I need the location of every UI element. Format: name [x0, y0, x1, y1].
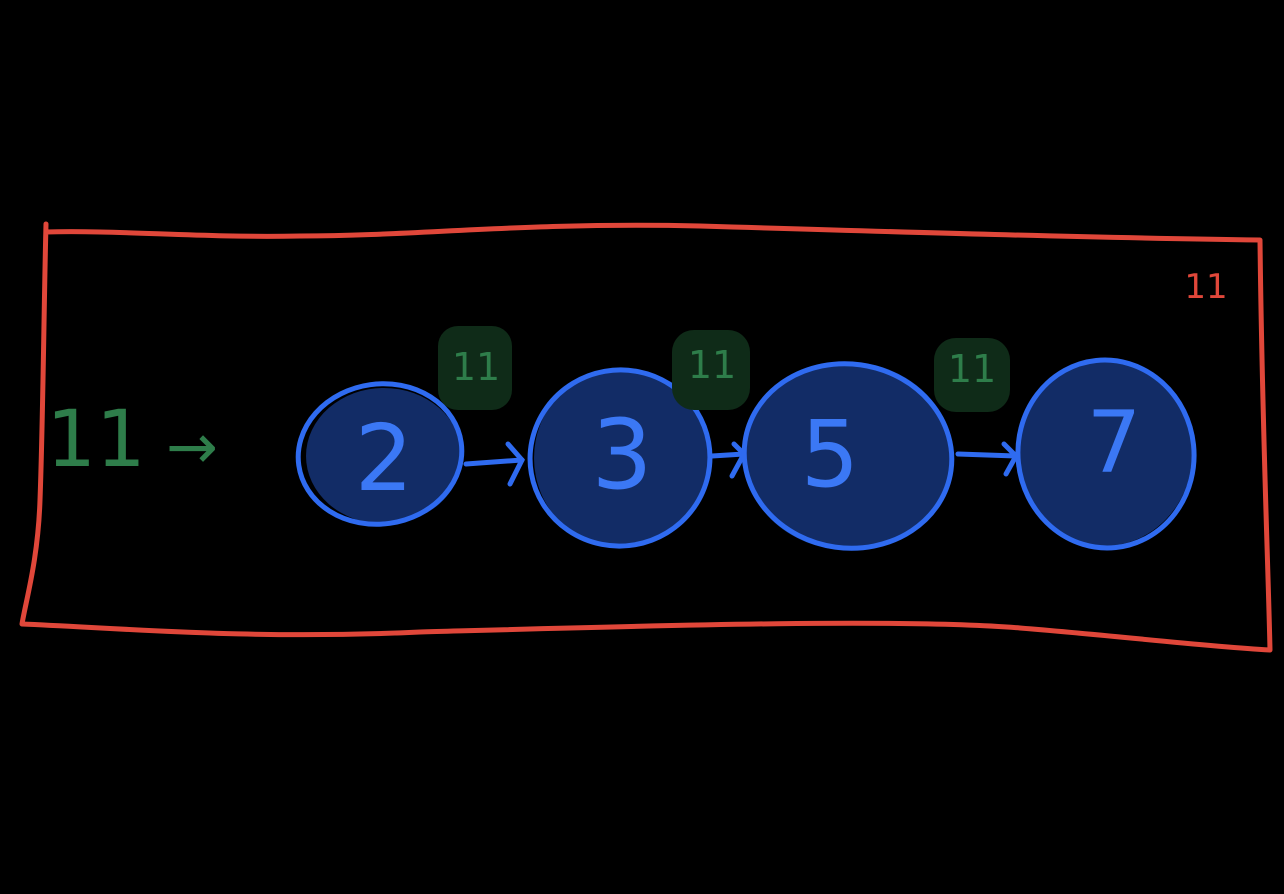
- node-7-label: 7: [1087, 393, 1142, 493]
- node-5: 5: [741, 361, 955, 551]
- badge-3: 11: [934, 338, 1010, 412]
- badge-3-label: 11: [948, 347, 996, 391]
- node-2: 2: [295, 381, 465, 527]
- arrow-5-to-7: [955, 441, 1020, 477]
- node-7: 7: [1015, 357, 1197, 551]
- list-frame: [19, 221, 1273, 653]
- node-5-label: 5: [801, 401, 860, 508]
- node-2-label: 2: [355, 405, 414, 512]
- frame-label: 11: [1184, 267, 1227, 307]
- input-arrow: →: [166, 410, 218, 483]
- badge-2: 11: [672, 330, 750, 410]
- badge-1: 11: [438, 326, 512, 410]
- node-3-label: 3: [591, 399, 652, 511]
- arrow-2-to-3: [463, 441, 525, 487]
- node-3: 3: [527, 367, 713, 549]
- input-value: 11: [46, 395, 145, 485]
- badge-1-label: 11: [452, 345, 500, 389]
- badge-2-label: 11: [688, 343, 736, 387]
- arrow-3-to-5: [709, 441, 748, 479]
